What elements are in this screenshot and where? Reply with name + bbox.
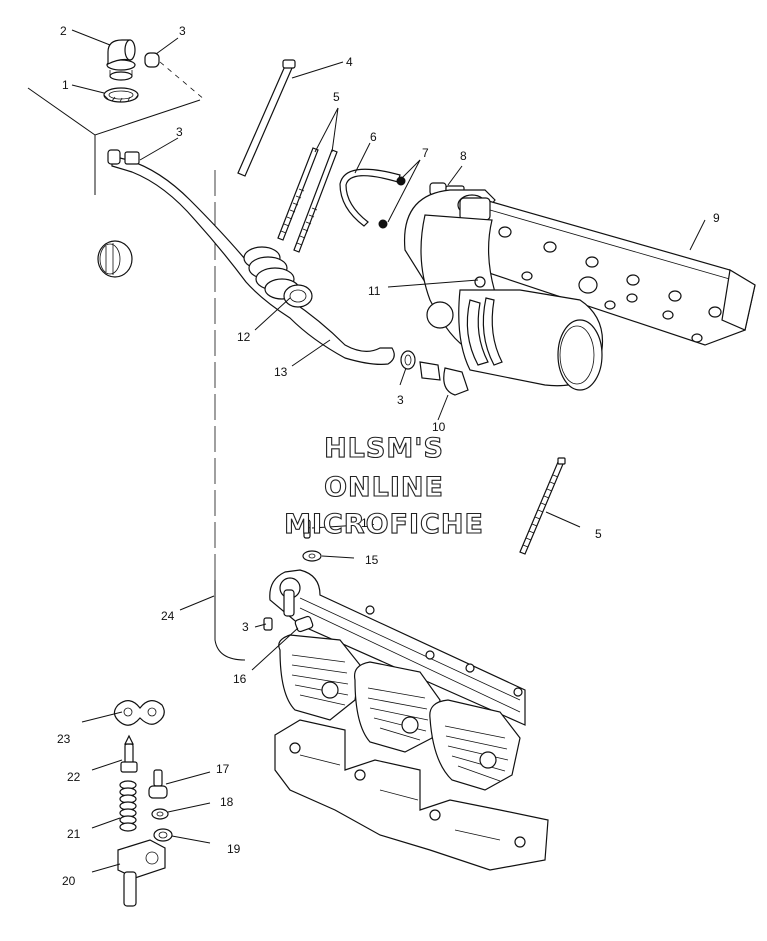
callout-21: 21 [67, 827, 81, 841]
callout-5: 5 [333, 90, 340, 104]
oil-tank-outline [27, 87, 201, 195]
watermark-line-3: MICROFICHE [284, 509, 484, 540]
tank-elbow-fitting [106, 39, 136, 81]
callout-23: 23 [57, 732, 71, 746]
callout-15: 15 [365, 553, 379, 567]
callout-16: 16 [233, 672, 247, 686]
callout-3: 3 [179, 24, 186, 38]
washer-18 [151, 808, 169, 820]
callout-19: 19 [227, 842, 241, 856]
callout-6: 6 [370, 130, 377, 144]
callout-3: 3 [242, 620, 249, 634]
callout-12: 12 [237, 330, 251, 344]
callout-9: 9 [713, 211, 720, 225]
callout-3: 3 [397, 393, 404, 407]
engine-oil-fitting [263, 615, 314, 633]
callout-8: 8 [460, 149, 467, 163]
studs-pair [277, 147, 338, 253]
hose-cap-top [144, 52, 206, 101]
callout-14: 14 [361, 516, 375, 530]
callout-17: 17 [216, 762, 230, 776]
watermark: HLSM'S ONLINE MICROFICHE [284, 432, 484, 540]
callout-5: 5 [595, 527, 602, 541]
watermark-line-2: ONLINE [324, 472, 444, 503]
engine-assembly [269, 569, 549, 871]
oil-line-24 [214, 580, 246, 661]
intake-boot [419, 289, 604, 396]
pump-body-20 [117, 839, 166, 907]
valve-stem-22 [120, 734, 138, 773]
spring-21 [119, 780, 137, 832]
callout-10: 10 [432, 420, 446, 434]
leader-lines [71, 29, 706, 873]
callout-1: 1 [62, 78, 69, 92]
small-screw [302, 519, 322, 562]
loose-o-ring [97, 240, 133, 278]
callout-18: 18 [220, 795, 234, 809]
bolt-17 [148, 769, 168, 799]
tank-neck-seal [103, 87, 139, 103]
callout-11: 11 [368, 284, 381, 298]
callout-labels: 2 3 1 4 5 3 6 7 8 9 11 12 13 3 10 5 14 1… [57, 24, 720, 888]
cooling-fins [291, 654, 509, 782]
oil-hose [107, 149, 395, 365]
hose-cap-mid [400, 350, 416, 370]
callout-2: 2 [60, 24, 67, 38]
nut-19 [153, 828, 173, 842]
callout-13: 13 [274, 365, 288, 379]
callout-3: 3 [176, 125, 183, 139]
callout-4: 4 [346, 55, 353, 69]
callout-20: 20 [62, 874, 76, 888]
callout-24: 24 [161, 609, 175, 623]
long-stud [519, 457, 566, 555]
gasket-23 [113, 700, 165, 726]
callout-22: 22 [67, 770, 81, 784]
callout-7: 7 [422, 146, 429, 160]
dipstick-rod [237, 59, 296, 177]
silencer-bolts [498, 226, 722, 343]
watermark-line-1: HLSM'S [324, 433, 444, 464]
